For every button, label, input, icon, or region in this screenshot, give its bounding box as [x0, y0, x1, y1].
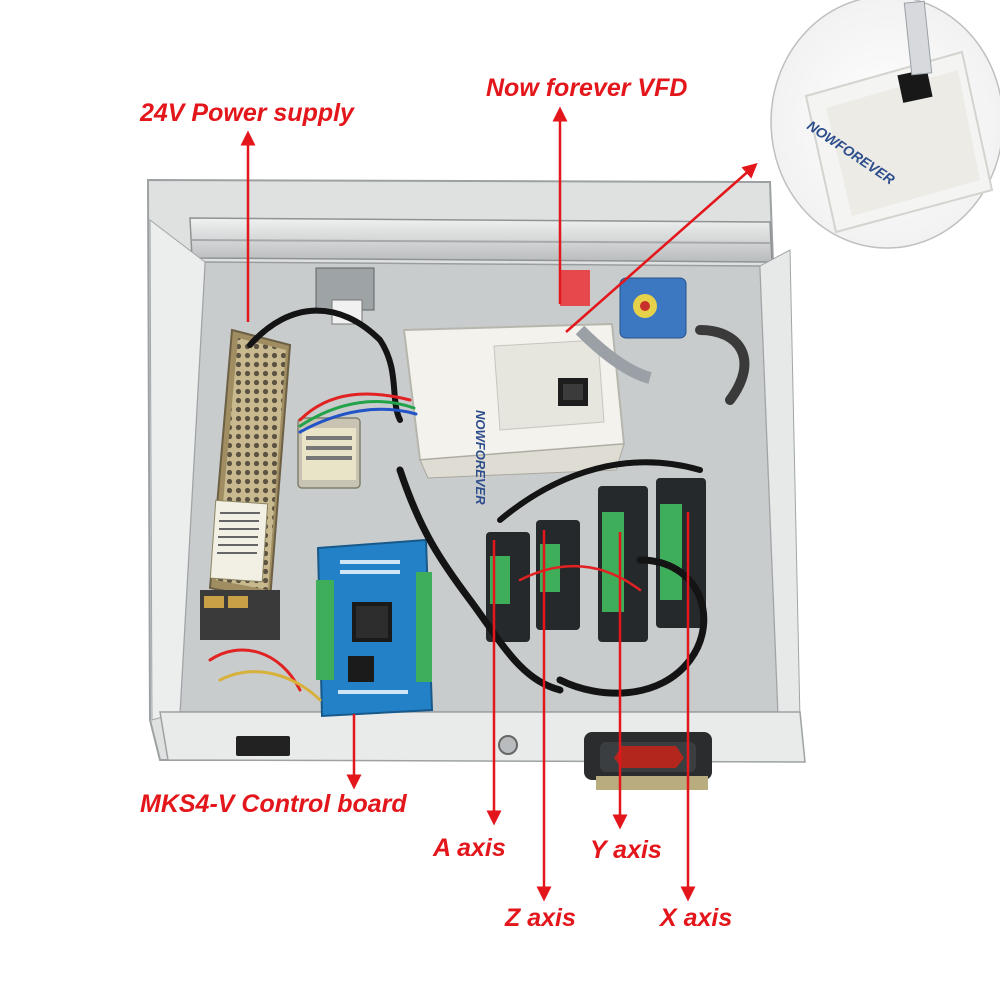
annotation-arrows: [240, 106, 758, 902]
arrow-vfd-inset: [565, 163, 758, 333]
wiring: [208, 307, 750, 702]
vfd-inset: NOWFOREVER: [770, 0, 1000, 249]
label-power-supply: 24V Power supply: [140, 99, 354, 127]
label-vfd: Now forever VFD: [486, 74, 688, 102]
driver-z: [536, 520, 580, 630]
label-a-axis: A axis: [433, 834, 506, 862]
power-supply-unit: [200, 328, 292, 640]
driver-a: [486, 532, 530, 642]
label-y-axis: Y axis: [590, 836, 662, 864]
vfd-body: [402, 322, 652, 479]
driver-x: [656, 478, 706, 628]
db-connector: [584, 732, 712, 790]
line-filter: [297, 417, 361, 489]
driver-y: [598, 486, 648, 642]
label-z-axis: Z axis: [505, 904, 576, 932]
vfd-brand-text: NOWFOREVER: [473, 410, 488, 505]
label-control-board: MKS4-V Control board: [140, 790, 407, 818]
label-x-axis: X axis: [660, 904, 733, 932]
control-board: [316, 538, 434, 718]
relay-module: [560, 270, 687, 339]
